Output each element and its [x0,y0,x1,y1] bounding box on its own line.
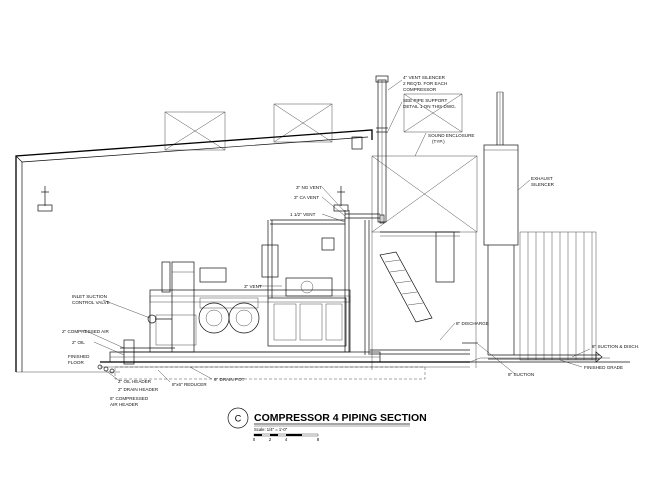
scale-tick-2: 2 [269,437,272,442]
cooler-grid [519,231,597,361]
label-exhaust-silencer-1: EXHAUST [531,176,553,181]
label-vent-1-5: 1 1/2" VENT [290,212,316,217]
label-inlet-suction-2: CONTROL VALVE [72,300,110,305]
section-marker [227,407,249,429]
pipe-support [351,136,363,150]
vent-stack [375,75,389,224]
label-drain-pot: 6" DRAIN POT [214,377,245,382]
exhaust-silencer [483,91,519,355]
scale-bar: 0 2 4 8 [253,433,320,442]
cylinder-2 [228,302,260,334]
label-suction: 8" SUCTION [508,372,534,377]
floor-and-grade [97,342,630,380]
label-vent-silencer-2: 2 REQ'D. FOR EACH [403,81,447,86]
label-oil: 2" OIL [72,340,85,345]
label-ng-vent: 3" NG VENT [296,185,322,190]
scale-text: Scale: 1/4" = 1'-0" [254,427,288,432]
building-frame [15,129,373,373]
label-vent-silencer-1: 4" VENT SILENCER [403,75,446,80]
scale-tick-8: 8 [317,437,320,442]
compressor-package [109,210,460,365]
louver [379,251,433,323]
callout-leaders [83,79,591,383]
label-vent-3: 3" VENT [244,284,262,289]
section-title-text: COMPRESSOR 4 PIPING SECTION [254,412,427,424]
label-drain-header: 2" DRAIN HEADER [118,387,159,392]
label-finished-floor-1: FINISHED [68,354,90,359]
label-air-header-1: 6" COMPRESSED [110,396,149,401]
section-letter: C [235,414,242,424]
scale-tick-0: 0 [253,437,256,442]
sound-enclosure [371,155,478,370]
label-pipe-support-1: SEE PIPE SUPPORT [403,98,448,103]
label-suction-disch: 8" SUCTION & DISCH. [592,344,639,349]
label-discharge: 8" DISCHARGE [456,321,489,326]
section-title: C COMPRESSOR 4 PIPING SECTION Scale: 1/4… [227,407,427,442]
label-air-header-2: AIR HEADER [110,402,139,407]
roof-bracket-left [37,186,53,212]
label-ca-vent: 3" CA VENT [294,195,319,200]
label-compressed-air: 2" COMPRESSED AIR [62,329,109,334]
label-finished-floor-2: FLOOR [68,360,85,365]
label-inlet-suction-1: INLET SUCTION [72,294,107,299]
cylinder-1 [198,302,230,334]
label-pipe-support-2: DETAIL 1 ON THIS DWG. [403,104,456,109]
label-reducer: 8"x6" REDUCER [172,382,207,387]
label-oil-header: 2" OIL HEADER [118,379,152,384]
label-sound-enclosure-2: (TYP.) [432,139,445,144]
roof-units [164,93,463,151]
scale-tick-4: 4 [285,437,288,442]
roof-bracket-right [333,186,349,212]
label-vent-silencer-3: COMPRESSOR [403,87,437,92]
callout-labels: 4" VENT SILENCER 2 REQ'D. FOR EACH COMPR… [62,75,639,407]
label-sound-enclosure-1: SOUND ENCLOSURE [428,133,474,138]
label-finished-grade: FINISHED GRADE [584,365,623,370]
label-exhaust-silencer-2: SILENCER [531,182,555,187]
